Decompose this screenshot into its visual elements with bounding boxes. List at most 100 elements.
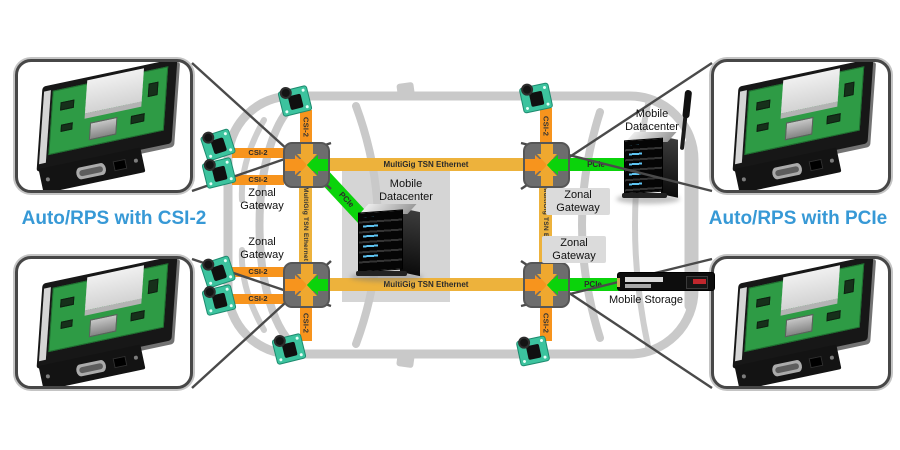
- screw: [741, 176, 747, 182]
- csi2-link-bl-1: CSI-2: [232, 267, 284, 277]
- pcie-link-bottom-right-label: PCIe: [584, 279, 602, 289]
- ic-chip: [60, 319, 73, 330]
- csi2-link-tr-top: CSI-2: [540, 108, 552, 144]
- csi2-link-tl-2-label: CSI-2: [248, 175, 268, 185]
- db9-connector: [75, 162, 108, 181]
- db9-pins: [78, 165, 104, 177]
- zonal-gateway-label-top-right: Zonal Gateway: [546, 188, 610, 215]
- multigig-bus-bottom: MultiGig TSN Ethernet: [327, 278, 525, 291]
- car-mirror-top: [396, 82, 415, 97]
- arrow-left-icon: [307, 155, 318, 175]
- screw: [741, 373, 747, 379]
- auto-rps-device: [18, 62, 190, 190]
- ic-chip: [756, 296, 771, 308]
- ic-chip: [147, 278, 159, 295]
- mount-hole: [209, 181, 213, 186]
- db9-pins: [78, 362, 104, 374]
- mount-hole: [279, 357, 283, 362]
- arrow-up-icon: [536, 165, 557, 176]
- db9-pins: [774, 362, 800, 374]
- pcie-link-bottom-right: PCIe: [567, 278, 619, 291]
- db9-pins: [774, 165, 800, 177]
- ssd-brand-mark: [693, 279, 706, 284]
- arrow-up-icon: [296, 165, 317, 176]
- zonal-gateway-label-bottom-left: Zonal Gateway: [240, 236, 284, 261]
- zonal-gateway-bottom-right: [523, 262, 570, 308]
- car-rear-window: [578, 108, 604, 342]
- ic-chip: [756, 122, 769, 133]
- arrow-right-icon: [295, 155, 306, 175]
- csi2-link-bl-bottom-label: CSI-2: [301, 312, 311, 334]
- zonal-gateway-label-top-left: Zonal Gateway: [240, 187, 284, 212]
- callout-box-top-left: [15, 59, 193, 193]
- mobile-datacenter-server-center: [350, 204, 423, 282]
- caption-right: Auto/RPS with PCIe: [708, 208, 888, 229]
- auto-rps-device: [714, 259, 888, 386]
- csi2-link-br-bottom-label: CSI-2: [541, 312, 551, 334]
- ssd-connector: [617, 278, 620, 287]
- db9-connector: [771, 162, 804, 181]
- arrow-left-icon: [307, 275, 318, 295]
- csi2-link-tl-1: CSI-2: [232, 148, 284, 158]
- power-jack: [112, 158, 128, 172]
- arrow-left-icon: [547, 155, 558, 175]
- mount-hole: [285, 109, 289, 114]
- arrow-down-icon: [536, 274, 557, 285]
- sfp-cage: [88, 313, 118, 338]
- screw: [45, 176, 51, 182]
- car-mirror-bottom: [396, 353, 415, 368]
- car-headlight-right: [238, 247, 267, 333]
- mount-hole: [542, 85, 547, 90]
- mobile-datacenter-server-right: [616, 132, 680, 204]
- car-body-outline: [223, 91, 699, 359]
- csi2-link-tr-top-label: CSI-2: [541, 115, 551, 137]
- arrow-right-icon: [295, 275, 306, 295]
- server-base: [622, 193, 668, 198]
- mobile-storage-label: Mobile Storage: [609, 294, 683, 306]
- callout-box-top-right: [711, 59, 891, 193]
- mount-hole: [301, 88, 305, 93]
- multigig-bus-left: MultiGig TSN Ethernet: [299, 185, 312, 264]
- arrow-up-icon: [296, 285, 317, 296]
- screw: [133, 158, 139, 164]
- arrow-right-icon: [535, 275, 546, 295]
- car-front-contour: [255, 96, 304, 354]
- mount-hole: [228, 147, 233, 152]
- mount-hole: [208, 154, 213, 159]
- auto-rps-device: [714, 62, 888, 190]
- arrow-right-icon: [535, 155, 546, 175]
- csi2-link-bl-1-label: CSI-2: [248, 267, 268, 277]
- server-base: [356, 271, 408, 276]
- csi2-link-bl-2: CSI-2: [232, 294, 284, 304]
- csi2-link-tl-top-label: CSI-2: [301, 116, 311, 138]
- arrow-left-icon: [547, 275, 558, 295]
- power-jack: [808, 158, 824, 172]
- csi2-link-tl-1-label: CSI-2: [248, 148, 268, 158]
- mount-hole: [229, 176, 234, 181]
- ic-chip: [843, 81, 855, 98]
- arrow-down-icon: [296, 274, 317, 285]
- ssd-chip: [686, 276, 708, 289]
- csi2-link-bl-2-label: CSI-2: [248, 294, 268, 304]
- arrow-up-icon: [536, 285, 557, 296]
- mount-hole: [208, 281, 213, 286]
- mount-hole: [229, 303, 234, 308]
- arrow-down-icon: [296, 154, 317, 165]
- callout-box-bottom-left: [15, 256, 193, 389]
- arrow-down-icon: [536, 154, 557, 165]
- auto-rps-device: [18, 259, 190, 386]
- server-shadow: [616, 194, 680, 204]
- callout-box-bottom-right: [711, 256, 891, 389]
- ic-chip: [843, 278, 855, 295]
- mobile-datacenter-label-center: Mobile Datacenter: [379, 178, 433, 203]
- multigig-bus-right-label: MultiGig TSN Ethernet: [542, 187, 549, 262]
- ic-chip: [60, 99, 75, 111]
- sfp-cage: [784, 116, 814, 141]
- mount-hole: [223, 258, 228, 263]
- ssd-label-sticker: [625, 277, 663, 282]
- screw: [829, 158, 835, 164]
- mount-hole: [525, 106, 530, 111]
- screw: [829, 355, 835, 361]
- mount-hole: [225, 160, 229, 165]
